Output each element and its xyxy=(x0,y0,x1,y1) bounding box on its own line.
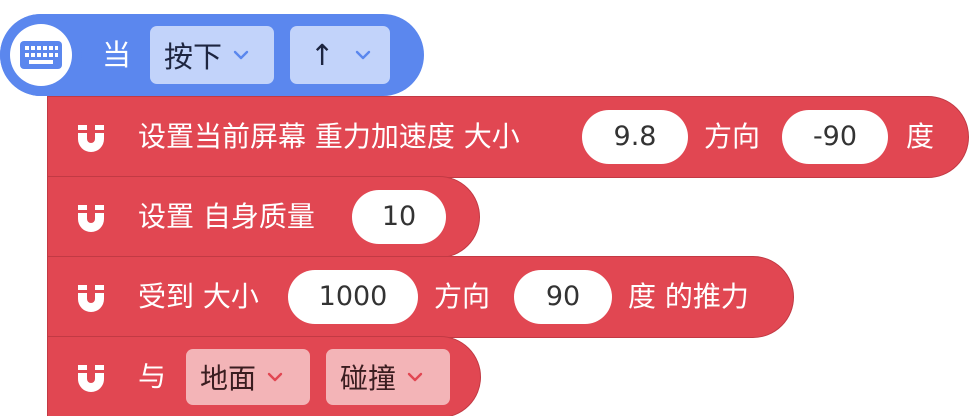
apply-thrust-block[interactable]: 受到 大小 1000 方向 90 度 的推力 xyxy=(47,256,794,338)
hat-label: 当 xyxy=(102,38,132,72)
collision-target-dropdown[interactable]: 地面 xyxy=(186,349,310,405)
magnet-icon xyxy=(78,285,104,312)
key-action-value: 按下 xyxy=(164,40,223,74)
chevron-down-icon xyxy=(406,368,424,386)
chevron-down-icon xyxy=(354,46,372,64)
magnet-icon xyxy=(78,365,104,392)
gravity-direction-input[interactable]: -90 xyxy=(782,110,888,164)
magnet-icon xyxy=(78,125,104,152)
collision-block[interactable]: 与 地面 碰撞 xyxy=(47,336,481,416)
thrust-label: 受到 大小 xyxy=(138,280,259,313)
collision-event-dropdown[interactable]: 碰撞 xyxy=(326,349,450,405)
gravity-direction-label: 方向 xyxy=(704,120,761,153)
thrust-degree-label: 度 的推力 xyxy=(628,280,749,313)
mass-input[interactable]: 10 xyxy=(352,190,446,244)
key-select-dropdown[interactable]: ↑ xyxy=(290,26,390,84)
gravity-magnitude-input[interactable]: 9.8 xyxy=(582,110,688,164)
collision-target-value: 地面 xyxy=(200,362,257,395)
mass-label: 设置 自身质量 xyxy=(138,200,315,233)
chevron-down-icon xyxy=(266,368,284,386)
key-action-dropdown[interactable]: 按下 xyxy=(150,26,274,84)
magnet-icon xyxy=(78,205,104,232)
hat-icon-ring xyxy=(0,14,82,96)
collision-with-label: 与 xyxy=(138,360,167,393)
thrust-direction-input[interactable]: 90 xyxy=(514,270,612,324)
keyboard-icon xyxy=(10,24,72,86)
thrust-direction-label: 方向 xyxy=(434,280,491,313)
gravity-degree-label: 度 xyxy=(906,120,935,153)
key-value: ↑ xyxy=(310,38,335,72)
thrust-magnitude-input[interactable]: 1000 xyxy=(288,270,418,324)
when-key-pressed-block[interactable]: 当 按下 ↑ xyxy=(0,14,424,96)
gravity-label: 设置当前屏幕 重力加速度 大小 xyxy=(138,120,520,153)
collision-event-value: 碰撞 xyxy=(340,362,397,395)
chevron-down-icon xyxy=(232,46,250,64)
set-mass-block[interactable]: 设置 自身质量 10 xyxy=(47,176,480,258)
set-gravity-block[interactable]: 设置当前屏幕 重力加速度 大小 9.8 方向 -90 度 xyxy=(47,96,969,178)
